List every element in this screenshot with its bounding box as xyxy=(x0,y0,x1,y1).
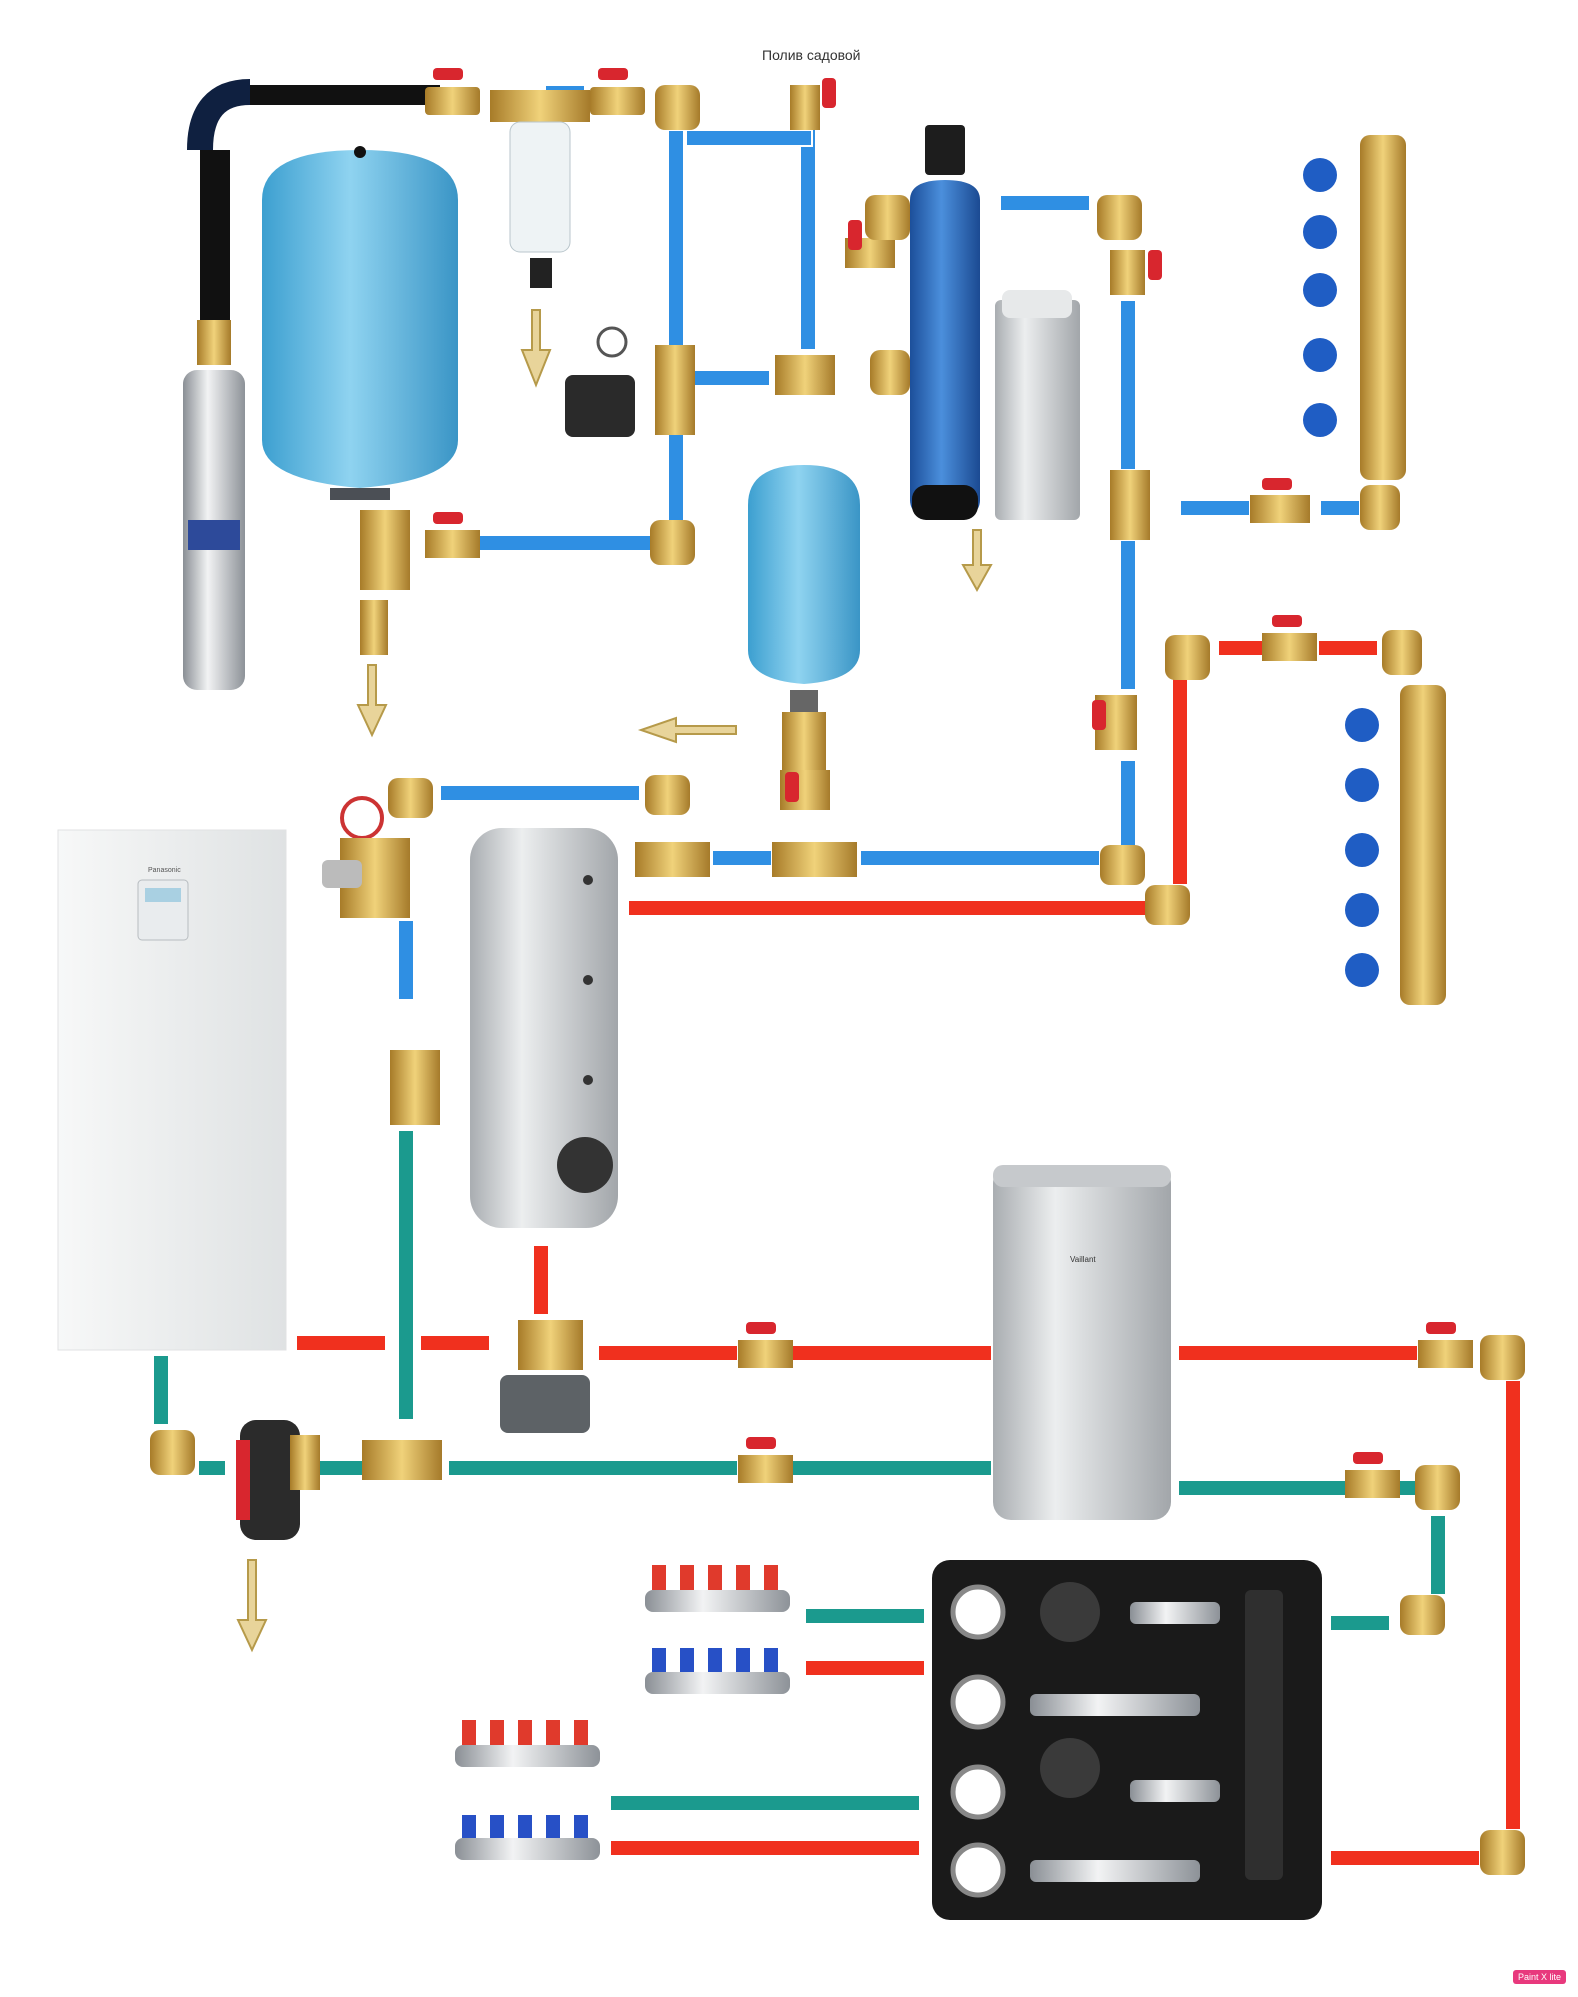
indirect-boiler-icon xyxy=(993,1165,1171,1520)
tank-drain-fitting xyxy=(360,510,410,655)
pressure-switch-icon xyxy=(565,326,695,437)
pump-group-icon xyxy=(932,1560,1322,1920)
filter-icon xyxy=(490,90,590,288)
three-way-valve-icon xyxy=(500,1320,590,1433)
well-pipe xyxy=(187,79,440,325)
floor-manifold-icon xyxy=(455,1565,790,1860)
manifold-icon xyxy=(1303,135,1406,480)
safety-group-icon xyxy=(322,796,410,918)
watermark-badge: Paint X lite xyxy=(1512,1970,1566,1984)
magnetic-filter-icon xyxy=(236,1420,320,1540)
heat-pump-brand: Panasonic xyxy=(148,867,181,874)
heat-pump-icon xyxy=(57,829,287,1351)
boiler-tank-icon xyxy=(470,828,618,1228)
small-expansion-tank-icon xyxy=(748,465,860,772)
garden-watering-label: Полив садовой xyxy=(762,47,861,63)
hot-water-pipes xyxy=(295,639,1522,1867)
expansion-tank-icon xyxy=(262,146,458,500)
heating-return-pipes xyxy=(152,1129,1447,1812)
brass-fittings xyxy=(150,85,1525,1875)
boiler-brand: Vaillant xyxy=(1070,1255,1096,1264)
manifold-icon xyxy=(1345,685,1446,1005)
submersible-pump-icon xyxy=(183,320,245,690)
ball-valve-icon xyxy=(425,68,1473,1498)
softener-icon xyxy=(910,125,1080,520)
drain-arrow-icon xyxy=(236,309,993,1653)
